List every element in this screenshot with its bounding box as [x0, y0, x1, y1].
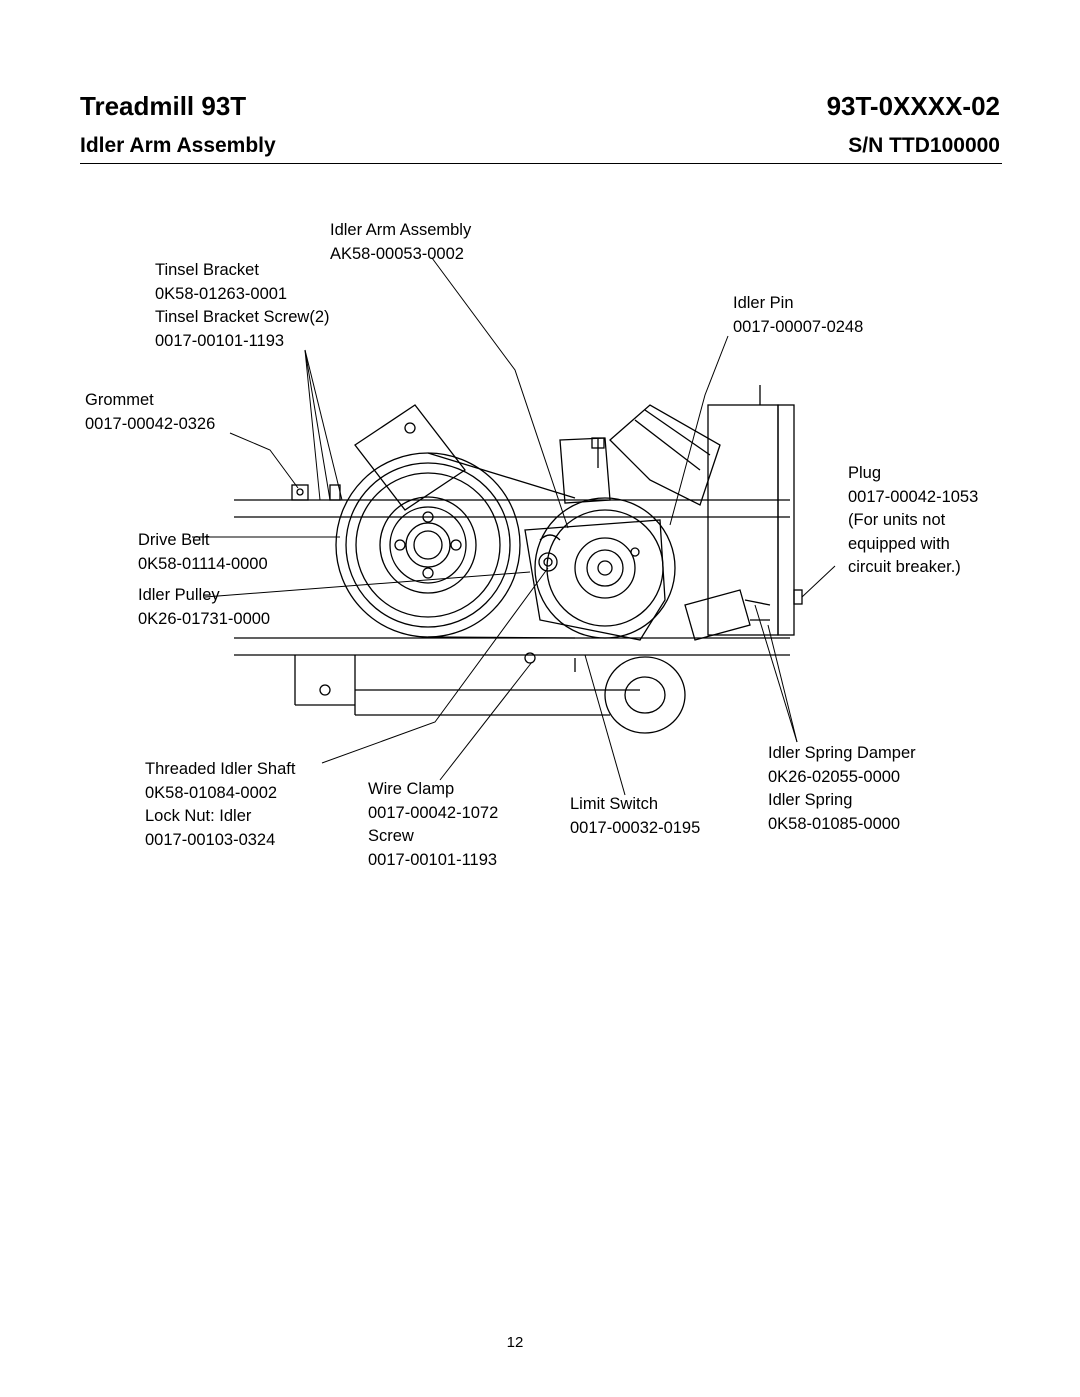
- tinsel-bracket-part: 0K58-01263-0001: [155, 284, 288, 303]
- callout-drive-belt: Drive Belt 0K58-01114-0000: [138, 529, 268, 576]
- idler-pin-part: 0017-00007-0248: [733, 317, 864, 336]
- model-code: 93T-0XXXX-02: [826, 91, 1000, 121]
- drive-belt-part: 0K58-01114-0000: [138, 554, 268, 573]
- plug-part: 0017-00042-1053: [848, 487, 979, 506]
- lower-pulley: [524, 652, 686, 734]
- idler-spring-damper-name: Idler Spring Damper: [768, 744, 916, 762]
- tinsel-bracket-name: Tinsel Bracket: [155, 261, 259, 279]
- callout-limit-switch: Limit Switch 0017-00032-0195: [570, 793, 700, 840]
- wire-clamp-part: 0017-00042-1072: [368, 803, 499, 822]
- document-title: Treadmill 93T: [80, 91, 247, 121]
- frame-rails: [234, 499, 790, 716]
- grommet-part: 0017-00042-0326: [85, 414, 216, 433]
- callout-idler-arm-assembly: Idler Arm Assembly AK58-00053-0002: [330, 219, 471, 266]
- callout-tinsel-bracket: Tinsel Bracket 0K58-01263-0001 Tinsel Br…: [155, 259, 330, 353]
- callout-idler-pulley: Idler Pulley 0K26-01731-0000: [138, 584, 270, 631]
- drive-belt: [427, 452, 576, 639]
- plug-note-line3: circuit breaker.): [848, 558, 961, 576]
- idler-pulley-name: Idler Pulley: [138, 586, 220, 604]
- motor-housing: [609, 385, 803, 636]
- callout-plug: Plug 0017-00042-1053 (For units not equi…: [848, 462, 978, 580]
- motor-assembly: [524, 497, 676, 641]
- section-title: Idler Arm Assembly: [80, 134, 276, 157]
- spring-damper: [684, 589, 771, 641]
- plug-note-line2: equipped with: [848, 534, 950, 553]
- idler-spring-part: 0K58-01085-0000: [768, 814, 901, 833]
- wire-clamp-screw-part: 0017-00101-1193: [368, 850, 498, 869]
- idler-arm-assembly-part: AK58-00053-0002: [330, 244, 464, 263]
- callout-grommet: Grommet 0017-00042-0326: [85, 389, 215, 436]
- limit-switch-part: 0017-00032-0195: [570, 818, 701, 837]
- threaded-idler-shaft-part: 0K58-01084-0002: [145, 783, 278, 802]
- idler-spring-name: Idler Spring: [768, 791, 853, 809]
- callout-idler-pin: Idler Pin 0017-00007-0248: [733, 292, 863, 339]
- grommet-bracket: [291, 484, 341, 501]
- header-rule: [80, 163, 1002, 164]
- leader-lines: [192, 257, 836, 796]
- page-number: 12: [506, 1334, 524, 1351]
- tinsel-bracket-screw-name: Tinsel Bracket Screw(2): [155, 308, 330, 326]
- callout-idler-spring-damper: Idler Spring Damper 0K26-02055-0000 Idle…: [768, 742, 916, 836]
- lock-nut-idler-name: Lock Nut: Idler: [145, 807, 252, 825]
- callout-threaded-idler-shaft: Threaded Idler Shaft 0K58-01084-0002 Loc…: [145, 758, 295, 852]
- lock-nut-idler-part: 0017-00103-0324: [145, 830, 276, 849]
- wire-clamp-name: Wire Clamp: [368, 780, 455, 798]
- drive-pulley: [335, 452, 521, 638]
- callout-wire-clamp: Wire Clamp 0017-00042-1072 Screw 0017-00…: [368, 778, 498, 872]
- plug-name: Plug: [848, 464, 882, 482]
- idler-pulley-part: 0K26-01731-0000: [138, 609, 271, 628]
- idler-spring-damper-part: 0K26-02055-0000: [768, 767, 901, 786]
- grommet-name: Grommet: [85, 391, 154, 409]
- drive-belt-name: Drive Belt: [138, 531, 210, 549]
- limit-switch-name: Limit Switch: [570, 795, 659, 813]
- wire-clamp-screw-name: Screw: [368, 827, 414, 845]
- tinsel-bracket-screw-part: 0017-00101-1193: [155, 331, 285, 350]
- motor-bracket: [354, 404, 611, 511]
- serial-number: S/N TTD100000: [848, 134, 1000, 157]
- idler-arm-assembly-name: Idler Arm Assembly: [330, 221, 472, 239]
- threaded-idler-shaft-name: Threaded Idler Shaft: [145, 760, 296, 778]
- idler-pin-name: Idler Pin: [733, 294, 794, 312]
- plug-note-line1: (For units not: [848, 511, 946, 529]
